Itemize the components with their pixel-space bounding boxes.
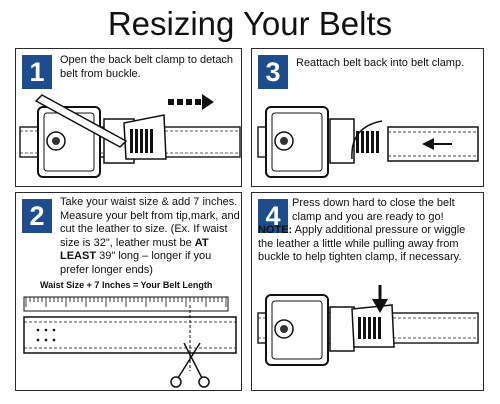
step-4-note-text: Apply additional pressure or wiggle the … (258, 224, 466, 263)
step-3-panel: 3 Reattach belt back into belt clamp. (251, 48, 484, 187)
step-2-text-a: Take your waist size & add 7 inches. Mea… (60, 196, 240, 249)
step-2-panel: 2 Take your waist size & add 7 inches. M… (15, 192, 242, 391)
step-1-text: Open the back belt clamp to detach belt … (60, 54, 234, 80)
step-2-badge: 2 (22, 199, 52, 233)
page-title: Resizing Your Belts (107, 5, 393, 42)
step-4-badge: 4 (258, 199, 288, 233)
step-4-text-a: Press down hard to close the belt clamp … (292, 197, 455, 223)
step-2-text-b: 39" long – longer if you prefer longer e… (60, 250, 212, 276)
step-1-badge: 1 (22, 55, 52, 89)
step-2-text: Take your waist size & add 7 inches. Mea… (60, 196, 240, 277)
step-4-illustration (257, 285, 479, 366)
step-4-note: NOTE: Apply additional pressure or wiggl… (258, 224, 480, 265)
step-4-panel: 4 Press down hard to close the belt clam… (251, 192, 484, 391)
step-1-panel: 1 Open the back belt clamp to detach bel… (15, 48, 242, 187)
step-3-badge: 3 (258, 55, 288, 89)
step-1-illustration (19, 94, 241, 178)
step-3-illustration (257, 106, 479, 178)
step-3-text: Reattach belt back into belt clamp. (296, 57, 465, 69)
step-4-note-label: NOTE: (258, 224, 293, 236)
measure-label: Waist Size + 7 Inches = Your Belt Length (40, 280, 213, 290)
step-2-text-bold: AT LEAST (60, 236, 209, 263)
step-2-illustration (23, 296, 237, 388)
